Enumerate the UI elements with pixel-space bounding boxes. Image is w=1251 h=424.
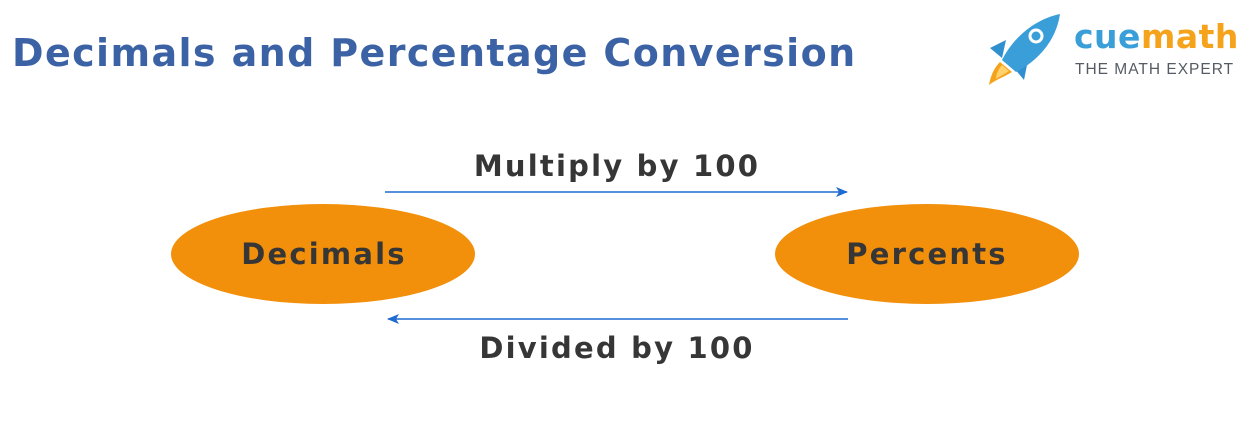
node-percents (775, 204, 1079, 304)
edge-label-multiply: Multiply by 100 (474, 149, 760, 183)
cuemath-logo: cuemath THE MATH EXPERT (984, 10, 1246, 86)
logo-word-cue: cue (1074, 17, 1141, 56)
node-percents-label: Percents (846, 237, 1007, 271)
logo-tagline: THE MATH EXPERT (1075, 61, 1235, 78)
logo-wordmark: cuemath (1074, 20, 1239, 53)
rocket-icon (989, 14, 1060, 85)
edge-label-divide: Divided by 100 (479, 331, 754, 365)
node-decimals-label: Decimals (241, 237, 406, 271)
logo-word-math: math (1140, 17, 1239, 56)
node-decimals (171, 204, 475, 304)
page-title: Decimals and Percentage Conversion (12, 31, 857, 75)
